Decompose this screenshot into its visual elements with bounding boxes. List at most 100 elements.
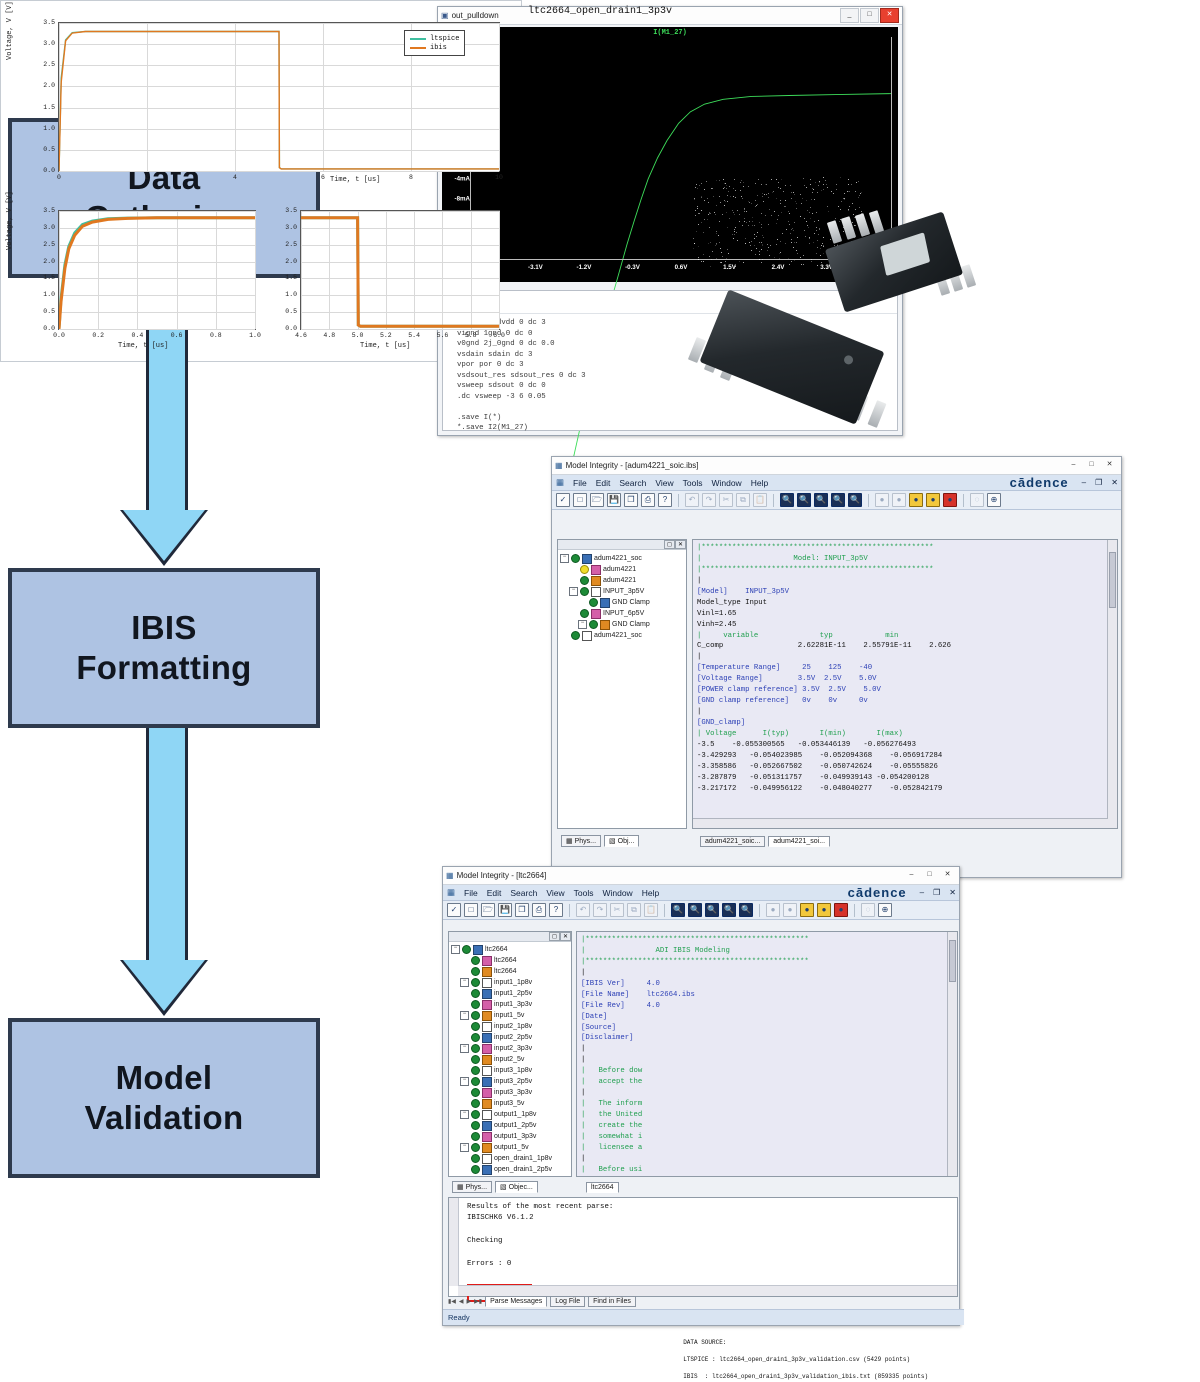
menu-help[interactable]: Help [642,888,659,898]
menu-edit[interactable]: Edit [487,888,502,898]
help-icon[interactable]: ? [658,493,672,507]
tree-item[interactable]: open_drain1_1p8v [449,1153,571,1164]
bulb-off2-icon[interactable]: ● [892,493,906,507]
output-tab-log-file[interactable]: Log File [550,1296,585,1307]
doc-tab-1[interactable]: adum4221_soic... [700,836,765,847]
tree-item[interactable]: input3_3p3v [449,1087,571,1098]
mdi-restore-button[interactable]: ❐ [1095,478,1102,487]
tree-item[interactable]: ltc2664 [449,966,571,977]
mi1-text-editor[interactable]: |***************************************… [692,539,1118,829]
copy-icon[interactable]: ⧉ [627,903,641,917]
zoom-icon[interactable]: ◌ [970,493,984,507]
tab-physical[interactable]: ▦ Phys... [561,835,601,847]
tree-expander-icon[interactable]: − [569,587,578,596]
tree-item[interactable]: adum4221 [558,575,686,586]
nav-next-icon[interactable]: ▶ [467,1298,472,1305]
cut-icon[interactable]: ✂ [719,493,733,507]
menu-window[interactable]: Window [711,478,741,488]
tree-item[interactable]: adum4221_soc [558,630,686,641]
menu-tools[interactable]: Tools [574,888,594,898]
bulb-on2-icon[interactable]: ● [926,493,940,507]
tree-close-button[interactable]: ✕ [560,932,571,941]
find-prev-icon[interactable]: 🔍 [814,493,828,507]
bug-icon[interactable]: ● [943,493,957,507]
tree-restore-button[interactable]: ◻ [549,932,560,941]
tree-item[interactable]: output1_2p5v [449,1120,571,1131]
tree-item[interactable]: −input1_1p8v [449,977,571,988]
paste-icon[interactable]: 📋 [753,493,767,507]
bulb-off-icon[interactable]: ● [766,903,780,917]
zoom-icon[interactable]: ◌ [861,903,875,917]
maximize-button[interactable]: □ [1083,459,1100,472]
menu-view[interactable]: View [546,888,564,898]
bulb-on-icon[interactable]: ● [909,493,923,507]
doc-tab-ltc2664[interactable]: ltc2664 [586,1182,619,1193]
tab-physical[interactable]: ▦ Phys... [452,1181,492,1193]
find-replace-icon[interactable]: 🔍 [739,903,753,917]
find-prev-icon[interactable]: 🔍 [705,903,719,917]
mdi-close-button[interactable]: ✕ [1111,478,1118,487]
close-button[interactable]: ✕ [939,869,956,882]
editor-vertical-scrollbar[interactable] [1107,540,1117,828]
tree-item[interactable]: input3_1p8v [449,1065,571,1076]
tree-expander-icon[interactable]: − [560,554,569,563]
tree-item[interactable]: −output1_1p8v [449,1109,571,1120]
bulb-off-icon[interactable]: ● [875,493,889,507]
tree-item[interactable]: −ltc2664 [449,944,571,955]
check-icon[interactable]: ✓ [447,903,461,917]
tree-item[interactable]: open_drain1_2p5v [449,1164,571,1175]
menu-file[interactable]: File [464,888,478,898]
tree-expander-icon[interactable]: − [460,1176,469,1177]
menu-edit[interactable]: Edit [596,478,611,488]
zoom-check-icon[interactable]: ⊕ [878,903,892,917]
tree-expander-icon[interactable]: − [460,1077,469,1086]
close-button[interactable]: ✕ [1101,459,1118,472]
bug-icon[interactable]: ● [834,903,848,917]
new-file-icon[interactable]: □ [573,493,587,507]
find-icon[interactable]: 🔍 [671,903,685,917]
tree-item[interactable]: input2_1p8v [449,1021,571,1032]
tree-item[interactable]: GND Clamp [558,597,686,608]
output-tab-find-in-files[interactable]: Find in Files [588,1296,636,1307]
find-all-icon[interactable]: 🔍 [831,493,845,507]
tree-item[interactable]: −input1_5v [449,1010,571,1021]
new-file-icon[interactable]: □ [464,903,478,917]
find-all-icon[interactable]: 🔍 [722,903,736,917]
tree-item[interactable]: −output1_5v [449,1142,571,1153]
undo-icon[interactable]: ↶ [576,903,590,917]
tree-item[interactable]: INPUT_6p5V [558,608,686,619]
tree-item[interactable]: −input2_3p3v [449,1043,571,1054]
save-all-icon[interactable]: ❐ [515,903,529,917]
copy-icon[interactable]: ⧉ [736,493,750,507]
save-icon[interactable]: 💾 [607,493,621,507]
tree-item[interactable]: −adum4221_soc [558,553,686,564]
help-icon[interactable]: ? [549,903,563,917]
parse-output-pane[interactable]: Results of the most recent parse:IBISCHK… [448,1197,958,1297]
open-folder-icon[interactable]: 🗁 [481,903,495,917]
tab-object[interactable]: ▧ Obj... [604,835,639,847]
tree-item[interactable]: input1_2p5v [449,988,571,999]
cut-icon[interactable]: ✂ [610,903,624,917]
tree-item[interactable]: input3_5v [449,1098,571,1109]
menu-search[interactable]: Search [510,888,537,898]
menu-help[interactable]: Help [751,478,768,488]
minimize-button[interactable]: – [1065,459,1082,472]
tree-item[interactable]: output1_3p3v [449,1131,571,1142]
tree-item[interactable]: input2_5v [449,1054,571,1065]
zoom-check-icon[interactable]: ⊕ [987,493,1001,507]
editor-horizontal-scrollbar[interactable] [693,818,1108,828]
find-replace-icon[interactable]: 🔍 [848,493,862,507]
tree-item[interactable]: −open_drain1_3p3v [449,1175,571,1177]
doc-tab-2[interactable]: adum4221_soi... [768,836,830,847]
redo-icon[interactable]: ↷ [593,903,607,917]
undo-icon[interactable]: ↶ [685,493,699,507]
tree-item[interactable]: ltc2664 [449,955,571,966]
print-icon[interactable]: ⎙ [532,903,546,917]
tree-expander-icon[interactable]: − [451,945,460,954]
menu-view[interactable]: View [655,478,673,488]
tree-close-button[interactable]: ✕ [675,540,686,549]
mdi-minimize-button[interactable]: – [1082,478,1086,487]
nav-last-icon[interactable]: ▶▮ [474,1298,482,1305]
tab-object[interactable]: ▧ Objec... [495,1181,538,1193]
find-icon[interactable]: 🔍 [780,493,794,507]
